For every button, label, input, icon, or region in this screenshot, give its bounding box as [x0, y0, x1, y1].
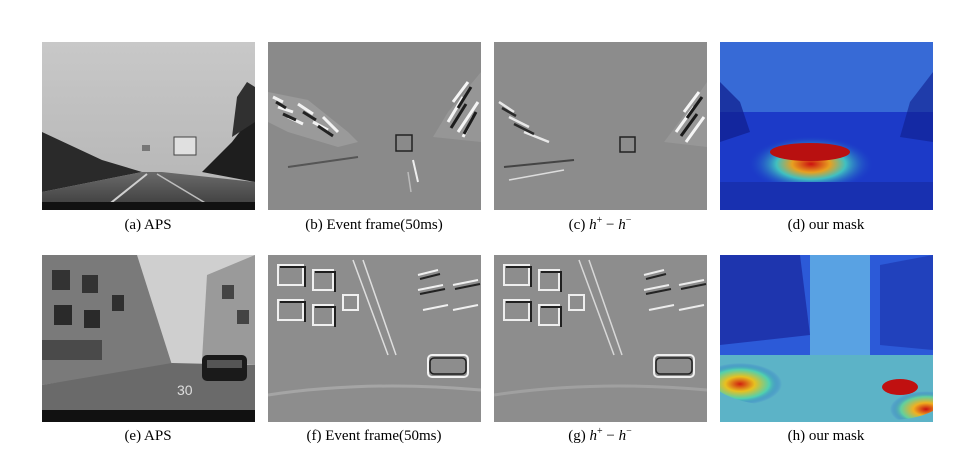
math-h: h	[589, 428, 598, 444]
caption-label: Event frame(50ms)	[326, 217, 443, 233]
caption-letter: (h)	[787, 428, 806, 444]
caption-d: (d) our mask	[716, 216, 936, 234]
caption-a: (a) APS	[38, 216, 258, 234]
image-event-street-diff	[494, 255, 707, 422]
caption-label: Event frame(50ms)	[325, 428, 442, 444]
caption-letter: (b)	[305, 217, 323, 233]
caption-letter: (c)	[568, 217, 586, 233]
math-h: h	[618, 217, 626, 233]
caption-letter: (a)	[124, 217, 142, 233]
math-h: h	[618, 428, 627, 444]
image-mask-highway	[720, 42, 933, 210]
math-h: h	[589, 217, 597, 233]
caption-b: (b) Event frame(50ms)	[264, 216, 484, 234]
caption-e: (e) APS	[38, 427, 258, 445]
image-event-highway-diff	[494, 42, 707, 210]
caption-h: (h) our mask	[716, 427, 936, 445]
caption-f: (f) Event frame(50ms)	[264, 427, 484, 445]
image-aps-street: 30	[42, 255, 255, 422]
caption-g: (g) h+ − h−	[568, 426, 632, 445]
caption-letter: (g)	[568, 428, 586, 444]
caption-label: our mask	[808, 428, 865, 444]
caption-c: (c) h+ − h−	[568, 215, 632, 234]
caption-letter: (f)	[306, 428, 322, 444]
image-aps-highway	[42, 42, 255, 210]
caption-letter: (e)	[124, 428, 142, 444]
caption-label: APS	[144, 428, 172, 444]
caption-letter: (d)	[787, 217, 806, 233]
image-event-street	[268, 255, 481, 422]
svg-text:30: 30	[177, 382, 193, 398]
image-event-highway	[268, 42, 481, 210]
image-mask-street	[720, 255, 933, 422]
caption-label: APS	[144, 217, 172, 233]
caption-label: our mask	[808, 217, 865, 233]
